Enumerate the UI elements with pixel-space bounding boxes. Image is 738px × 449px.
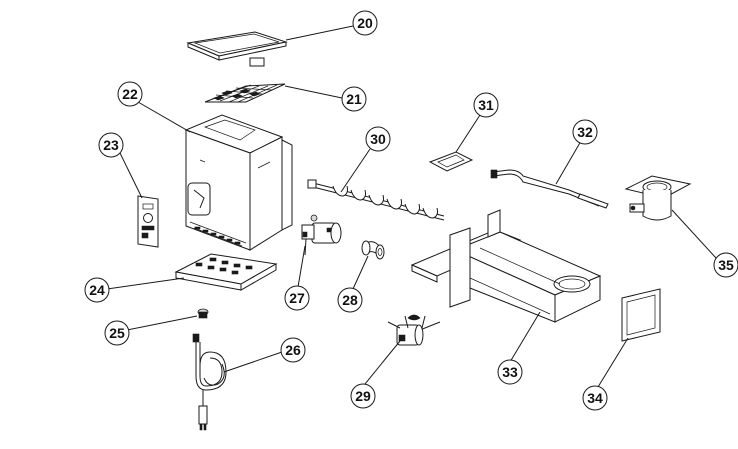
callout-29: 29 bbox=[350, 383, 376, 409]
leader-35 bbox=[671, 209, 717, 259]
callout-34: 34 bbox=[582, 385, 608, 411]
svg-text:26: 26 bbox=[285, 342, 301, 358]
svg-text:33: 33 bbox=[502, 364, 518, 380]
callout-22: 22 bbox=[117, 81, 143, 107]
leader-21 bbox=[284, 85, 343, 99]
callout-31: 31 bbox=[473, 92, 499, 118]
svg-text:22: 22 bbox=[122, 86, 138, 102]
svg-text:23: 23 bbox=[103, 137, 119, 153]
hopper-bottom-tray-icon bbox=[174, 253, 278, 291]
leader-28 bbox=[352, 255, 369, 290]
svg-text:30: 30 bbox=[370, 131, 386, 147]
callout-20: 20 bbox=[352, 10, 378, 36]
leader-31 bbox=[455, 114, 481, 153]
hot-rod-igniter-icon bbox=[490, 169, 609, 209]
svg-text:32: 32 bbox=[577, 124, 593, 140]
leader-32 bbox=[555, 140, 582, 185]
callout-32: 32 bbox=[572, 119, 598, 145]
leader-23 bbox=[119, 152, 143, 199]
svg-text:34: 34 bbox=[587, 390, 603, 406]
leader-30 bbox=[340, 148, 371, 193]
hopper-lid-icon bbox=[186, 31, 288, 67]
callout-24: 24 bbox=[84, 277, 110, 303]
controller-panel-icon bbox=[137, 195, 159, 248]
gasket-icon bbox=[428, 151, 474, 172]
leader-34 bbox=[597, 337, 629, 388]
leader-25 bbox=[126, 315, 198, 331]
auger-tube-assembly-icon bbox=[410, 209, 602, 323]
callouts: 20 21 22 23 24 25 26 27 bbox=[84, 10, 738, 411]
svg-text:24: 24 bbox=[89, 282, 105, 298]
callout-21: 21 bbox=[341, 86, 367, 112]
bushing-icon bbox=[361, 240, 385, 260]
svg-text:35: 35 bbox=[718, 257, 734, 273]
auger-motor-icon bbox=[301, 214, 342, 256]
leader-29 bbox=[364, 340, 401, 385]
callout-23: 23 bbox=[98, 132, 124, 158]
callout-28: 28 bbox=[337, 287, 363, 313]
induction-fan-icon bbox=[387, 314, 441, 346]
callout-27: 27 bbox=[284, 285, 310, 311]
callout-33: 33 bbox=[497, 359, 523, 385]
leader-lines bbox=[106, 25, 717, 388]
power-cord-icon bbox=[192, 333, 227, 431]
callout-25: 25 bbox=[104, 320, 130, 346]
svg-text:27: 27 bbox=[289, 290, 305, 306]
svg-text:29: 29 bbox=[355, 388, 371, 404]
leader-20 bbox=[285, 25, 354, 41]
svg-text:20: 20 bbox=[357, 15, 373, 31]
svg-text:28: 28 bbox=[342, 292, 358, 308]
callout-26: 26 bbox=[280, 337, 306, 363]
pellet-hopper-icon bbox=[184, 114, 293, 251]
mounting-gasket-icon bbox=[621, 288, 661, 342]
knob-icon bbox=[197, 308, 209, 319]
leader-24 bbox=[106, 277, 185, 290]
fire-pot-icon bbox=[624, 175, 692, 221]
callout-35: 35 bbox=[713, 252, 738, 278]
grate-screen-icon bbox=[204, 83, 286, 103]
svg-text:31: 31 bbox=[478, 97, 494, 113]
leader-27 bbox=[297, 245, 306, 288]
callout-30: 30 bbox=[365, 126, 391, 152]
svg-text:25: 25 bbox=[109, 325, 125, 341]
leader-33 bbox=[509, 311, 541, 363]
leader-26 bbox=[223, 351, 283, 373]
auger-icon bbox=[307, 179, 445, 221]
svg-text:21: 21 bbox=[346, 91, 362, 107]
leader-22 bbox=[137, 101, 191, 133]
